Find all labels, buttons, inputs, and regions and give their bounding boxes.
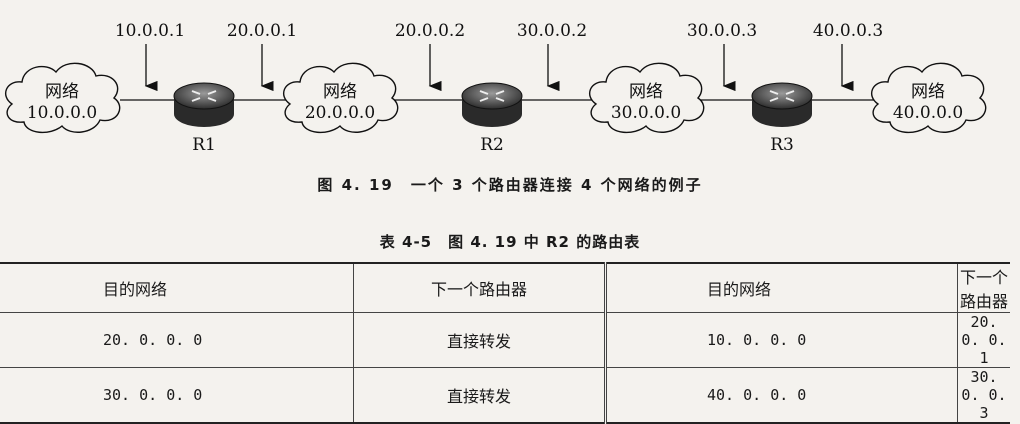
table-cell: 40. 0. 0. 0 bbox=[604, 367, 958, 423]
table-cell: 直接转发 bbox=[353, 312, 606, 368]
table-cell: 30. 0. 0. 3 bbox=[957, 367, 1010, 423]
interface-address: 30.0.0.3 bbox=[687, 21, 757, 41]
table-cell: 20. 0. 0. 0 bbox=[103, 331, 203, 349]
figure-caption: 图 4. 19 一个 3 个路由器连接 4 个网络的例子 bbox=[317, 176, 703, 194]
router-label: R3 bbox=[770, 135, 794, 155]
interface-address: 20.0.0.1 bbox=[227, 21, 297, 41]
interface-address: 40.0.0.3 bbox=[813, 21, 883, 41]
network-address: 10.0.0.0 bbox=[27, 103, 97, 123]
table-row: 30. 0. 0. 0 直接转发 40. 0. 0. 0 30. 0. 0. 3 bbox=[0, 367, 1010, 423]
interface-address: 10.0.0.1 bbox=[115, 21, 185, 41]
table-row: 20. 0. 0. 0 直接转发 10. 0. 0. 0 20. 0. 0. 1 bbox=[0, 312, 1010, 368]
network-label: 网络 bbox=[629, 82, 663, 102]
table-header-row: 目的网络 下一个路由器 目的网络 下一个路由器 bbox=[0, 263, 1010, 313]
network-address: 30.0.0.0 bbox=[611, 103, 681, 123]
cloud-network-40 bbox=[870, 62, 987, 133]
router-label: R2 bbox=[480, 135, 504, 155]
table-cell: 30. 0. 0. 0 bbox=[103, 386, 203, 404]
network-label: 网络 bbox=[45, 82, 79, 102]
cloud-network-20 bbox=[282, 62, 399, 133]
network-label: 网络 bbox=[323, 82, 357, 102]
router-r3-icon bbox=[751, 82, 813, 127]
column-header: 下一个路由器 bbox=[957, 263, 1010, 313]
table-cell: 10. 0. 0. 0 bbox=[604, 312, 958, 368]
router-r2-icon bbox=[461, 82, 523, 127]
column-header: 目的网络 bbox=[604, 263, 958, 313]
column-header: 下一个路由器 bbox=[353, 263, 606, 313]
table-caption: 表 4-5 图 4. 19 中 R2 的路由表 bbox=[379, 233, 641, 251]
router-r1-icon bbox=[173, 82, 235, 127]
routing-table: 目的网络 下一个路由器 目的网络 下一个路由器 20. 0. 0. 0 直接转发… bbox=[0, 262, 1010, 424]
table-cell: 直接转发 bbox=[353, 367, 606, 423]
network-address: 40.0.0.0 bbox=[893, 103, 963, 123]
network-diagram: 网络 10.0.0.0 网络 20.0.0.0 网络 30.0.0.0 网络 4… bbox=[4, 21, 987, 155]
router-label: R1 bbox=[192, 135, 216, 155]
cloud-network-10 bbox=[4, 62, 121, 133]
network-address: 20.0.0.0 bbox=[305, 103, 375, 123]
interface-address: 20.0.0.2 bbox=[395, 21, 465, 41]
cloud-network-30 bbox=[588, 62, 705, 133]
network-label: 网络 bbox=[911, 82, 945, 102]
table-cell: 20. 0. 0. 1 bbox=[957, 312, 1010, 368]
interface-address: 30.0.0.2 bbox=[517, 21, 587, 41]
column-header: 目的网络 bbox=[103, 280, 168, 299]
